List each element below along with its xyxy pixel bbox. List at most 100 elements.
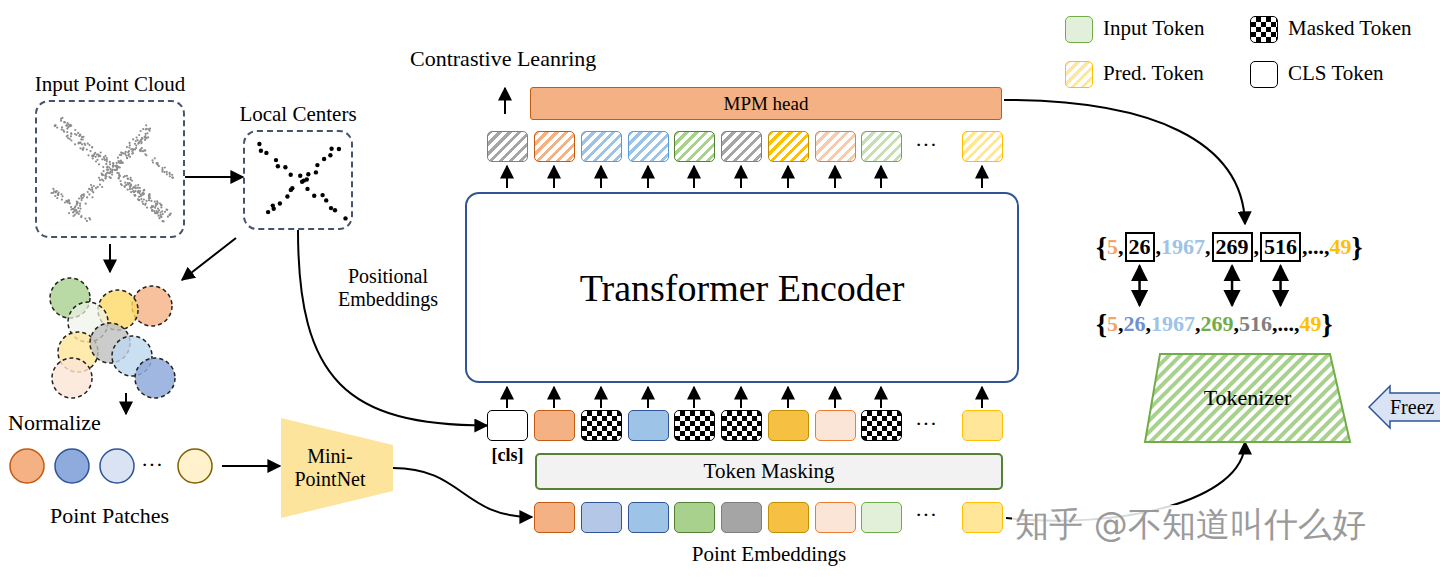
point xyxy=(78,141,80,143)
masked-token xyxy=(581,410,622,441)
ellipsis: ··· xyxy=(915,502,937,528)
point xyxy=(76,212,78,214)
point xyxy=(134,190,136,192)
point xyxy=(74,133,76,135)
point xyxy=(74,143,76,145)
point xyxy=(137,184,139,186)
point-cloud xyxy=(50,117,174,223)
connector xyxy=(298,230,487,426)
point xyxy=(142,128,144,130)
point xyxy=(165,209,167,211)
point xyxy=(160,204,162,206)
point xyxy=(54,124,56,126)
embedding-token xyxy=(674,502,715,533)
point xyxy=(115,166,117,168)
point xyxy=(144,150,146,152)
point xyxy=(169,172,171,174)
point xyxy=(70,133,72,135)
center-dot xyxy=(343,216,347,220)
center-dot xyxy=(333,208,337,212)
patch-circle xyxy=(100,449,134,483)
point xyxy=(151,206,153,208)
point xyxy=(102,166,104,168)
node-cls: [cls] xyxy=(487,410,528,441)
separator: , xyxy=(1118,309,1124,338)
embedding-token xyxy=(534,502,575,533)
point xyxy=(167,216,169,218)
point xyxy=(70,135,72,137)
point xyxy=(79,205,81,207)
point xyxy=(161,171,163,173)
point xyxy=(81,199,83,201)
point xyxy=(77,207,79,209)
point xyxy=(92,191,94,193)
embedding-token xyxy=(815,502,856,533)
point xyxy=(146,200,148,202)
legend-label: Pred. Token xyxy=(1103,61,1204,86)
point xyxy=(137,187,139,189)
point xyxy=(78,213,80,215)
brace: { xyxy=(1096,306,1107,342)
point xyxy=(161,220,163,222)
arrow xyxy=(109,244,111,272)
arrow xyxy=(880,166,882,188)
point xyxy=(68,124,70,126)
point xyxy=(125,184,127,186)
separator: , xyxy=(1254,232,1260,261)
box-heading: Input Point Cloud xyxy=(35,72,186,97)
point xyxy=(140,198,142,200)
token-id-row: {5,26,1967,269,516,...,49} xyxy=(1096,306,1333,342)
point xyxy=(126,146,128,148)
point xyxy=(57,194,59,196)
point xyxy=(120,183,122,185)
center-dot xyxy=(320,193,324,197)
point xyxy=(105,163,107,165)
point xyxy=(109,163,111,165)
point xyxy=(84,144,86,146)
point xyxy=(145,124,147,126)
point xyxy=(116,165,118,167)
point xyxy=(109,161,111,163)
point xyxy=(134,194,136,196)
point xyxy=(166,209,168,211)
point xyxy=(88,188,90,190)
point xyxy=(169,175,171,177)
pred-token xyxy=(487,131,528,162)
pred-token xyxy=(721,131,762,162)
point xyxy=(141,138,143,140)
center-dot xyxy=(278,201,282,205)
token-id: 1967 xyxy=(1161,232,1205,261)
point xyxy=(92,157,94,159)
trapezoid xyxy=(1145,354,1350,442)
point xyxy=(95,160,97,162)
arrow xyxy=(600,387,602,408)
input-token xyxy=(628,410,669,441)
ellipsis: ··· xyxy=(915,411,937,437)
point xyxy=(139,140,141,142)
point xyxy=(103,158,105,160)
point xyxy=(62,129,64,131)
point xyxy=(93,155,95,157)
point xyxy=(119,180,121,182)
separator: , xyxy=(1205,232,1211,261)
block-arrow xyxy=(1369,386,1440,428)
center-dot xyxy=(276,164,280,168)
legend-swatch xyxy=(1250,61,1278,88)
point xyxy=(104,175,106,177)
embedding-token xyxy=(581,502,622,533)
point xyxy=(132,138,134,140)
point xyxy=(56,127,58,129)
point xyxy=(99,184,101,186)
pred-token xyxy=(581,131,622,162)
point xyxy=(145,128,147,130)
token-id: 5 xyxy=(1107,309,1118,338)
point xyxy=(136,137,138,139)
token-id: 1967 xyxy=(1151,309,1195,338)
arrow xyxy=(740,387,742,408)
point xyxy=(106,172,108,174)
center-dot xyxy=(329,206,333,210)
point xyxy=(101,158,103,160)
point xyxy=(119,162,121,164)
point xyxy=(118,177,120,179)
trapezoid xyxy=(281,418,393,518)
